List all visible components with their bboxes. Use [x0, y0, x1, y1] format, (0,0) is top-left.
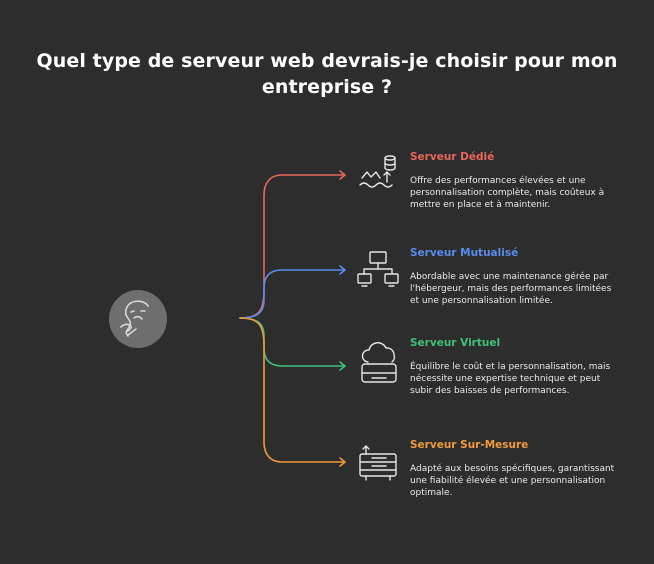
branch-line-dedie: [239, 174, 345, 319]
option-desc-sur-mesure: Adapté aux besoins spécifiques, garantis…: [410, 464, 615, 498]
thinking-face-icon: [109, 290, 167, 348]
network-icon: [357, 251, 399, 287]
branch-arrow-virtuel: [339, 361, 346, 371]
branch-arrow-mutualise: [339, 265, 346, 275]
branch-arrow-dedie: [339, 170, 346, 180]
option-title-sur-mesure: Serveur Sur-Mesure: [410, 439, 529, 451]
branch-line-mutualise: [239, 269, 345, 319]
branch-line-sur-mesure: [239, 317, 345, 463]
branch-line-virtuel: [239, 317, 345, 367]
diagram-title: Quel type de serveur web devrais-je choi…: [36, 50, 618, 98]
option-desc-mutualise: Abordable avec une maintenance gérée par…: [410, 272, 612, 306]
branch-arrow-sur-mesure: [339, 457, 346, 467]
custom-server-icon: [359, 445, 397, 481]
cloud-server-icon: [361, 342, 397, 383]
option-desc-dedie: Offre des performances élevées et une pe…: [410, 176, 605, 210]
option-desc-virtuel: Équilibre le coût et la personnalisation…: [410, 362, 611, 396]
option-title-mutualise: Serveur Mutualisé: [410, 247, 519, 259]
option-title-virtuel: Serveur Virtuel: [410, 337, 501, 349]
option-title-dedie: Serveur Dédié: [410, 151, 495, 163]
server-database-icon: [359, 155, 396, 188]
